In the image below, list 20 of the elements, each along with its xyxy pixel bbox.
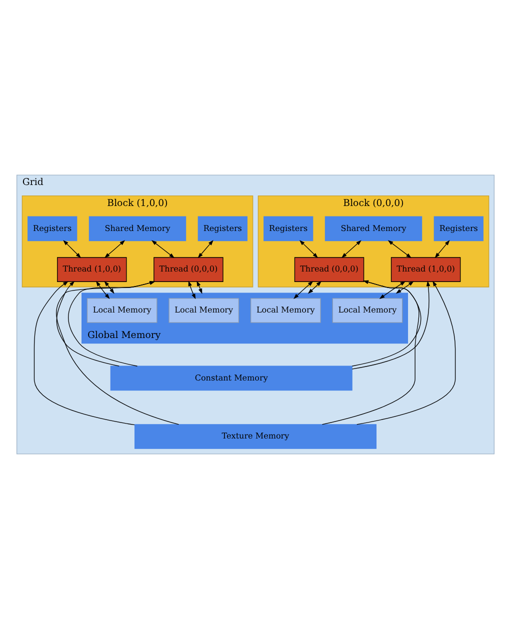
arrow [151, 240, 175, 258]
arrow [198, 240, 214, 258]
arrow [63, 240, 82, 258]
arrow [104, 240, 126, 258]
arrow [104, 280, 114, 294]
arrow [294, 280, 314, 298]
arrow [96, 280, 110, 299]
arrow [196, 280, 202, 294]
arrow [299, 240, 318, 258]
arrow [322, 280, 420, 424]
arrow [396, 280, 414, 294]
arrow [188, 280, 196, 299]
arrow [34, 280, 135, 425]
arrow [434, 240, 450, 258]
arrow [308, 280, 322, 294]
arrow [356, 280, 456, 424]
arrow [379, 280, 406, 298]
arrow [56, 280, 120, 366]
arrow [388, 240, 412, 258]
arrow [341, 240, 362, 258]
